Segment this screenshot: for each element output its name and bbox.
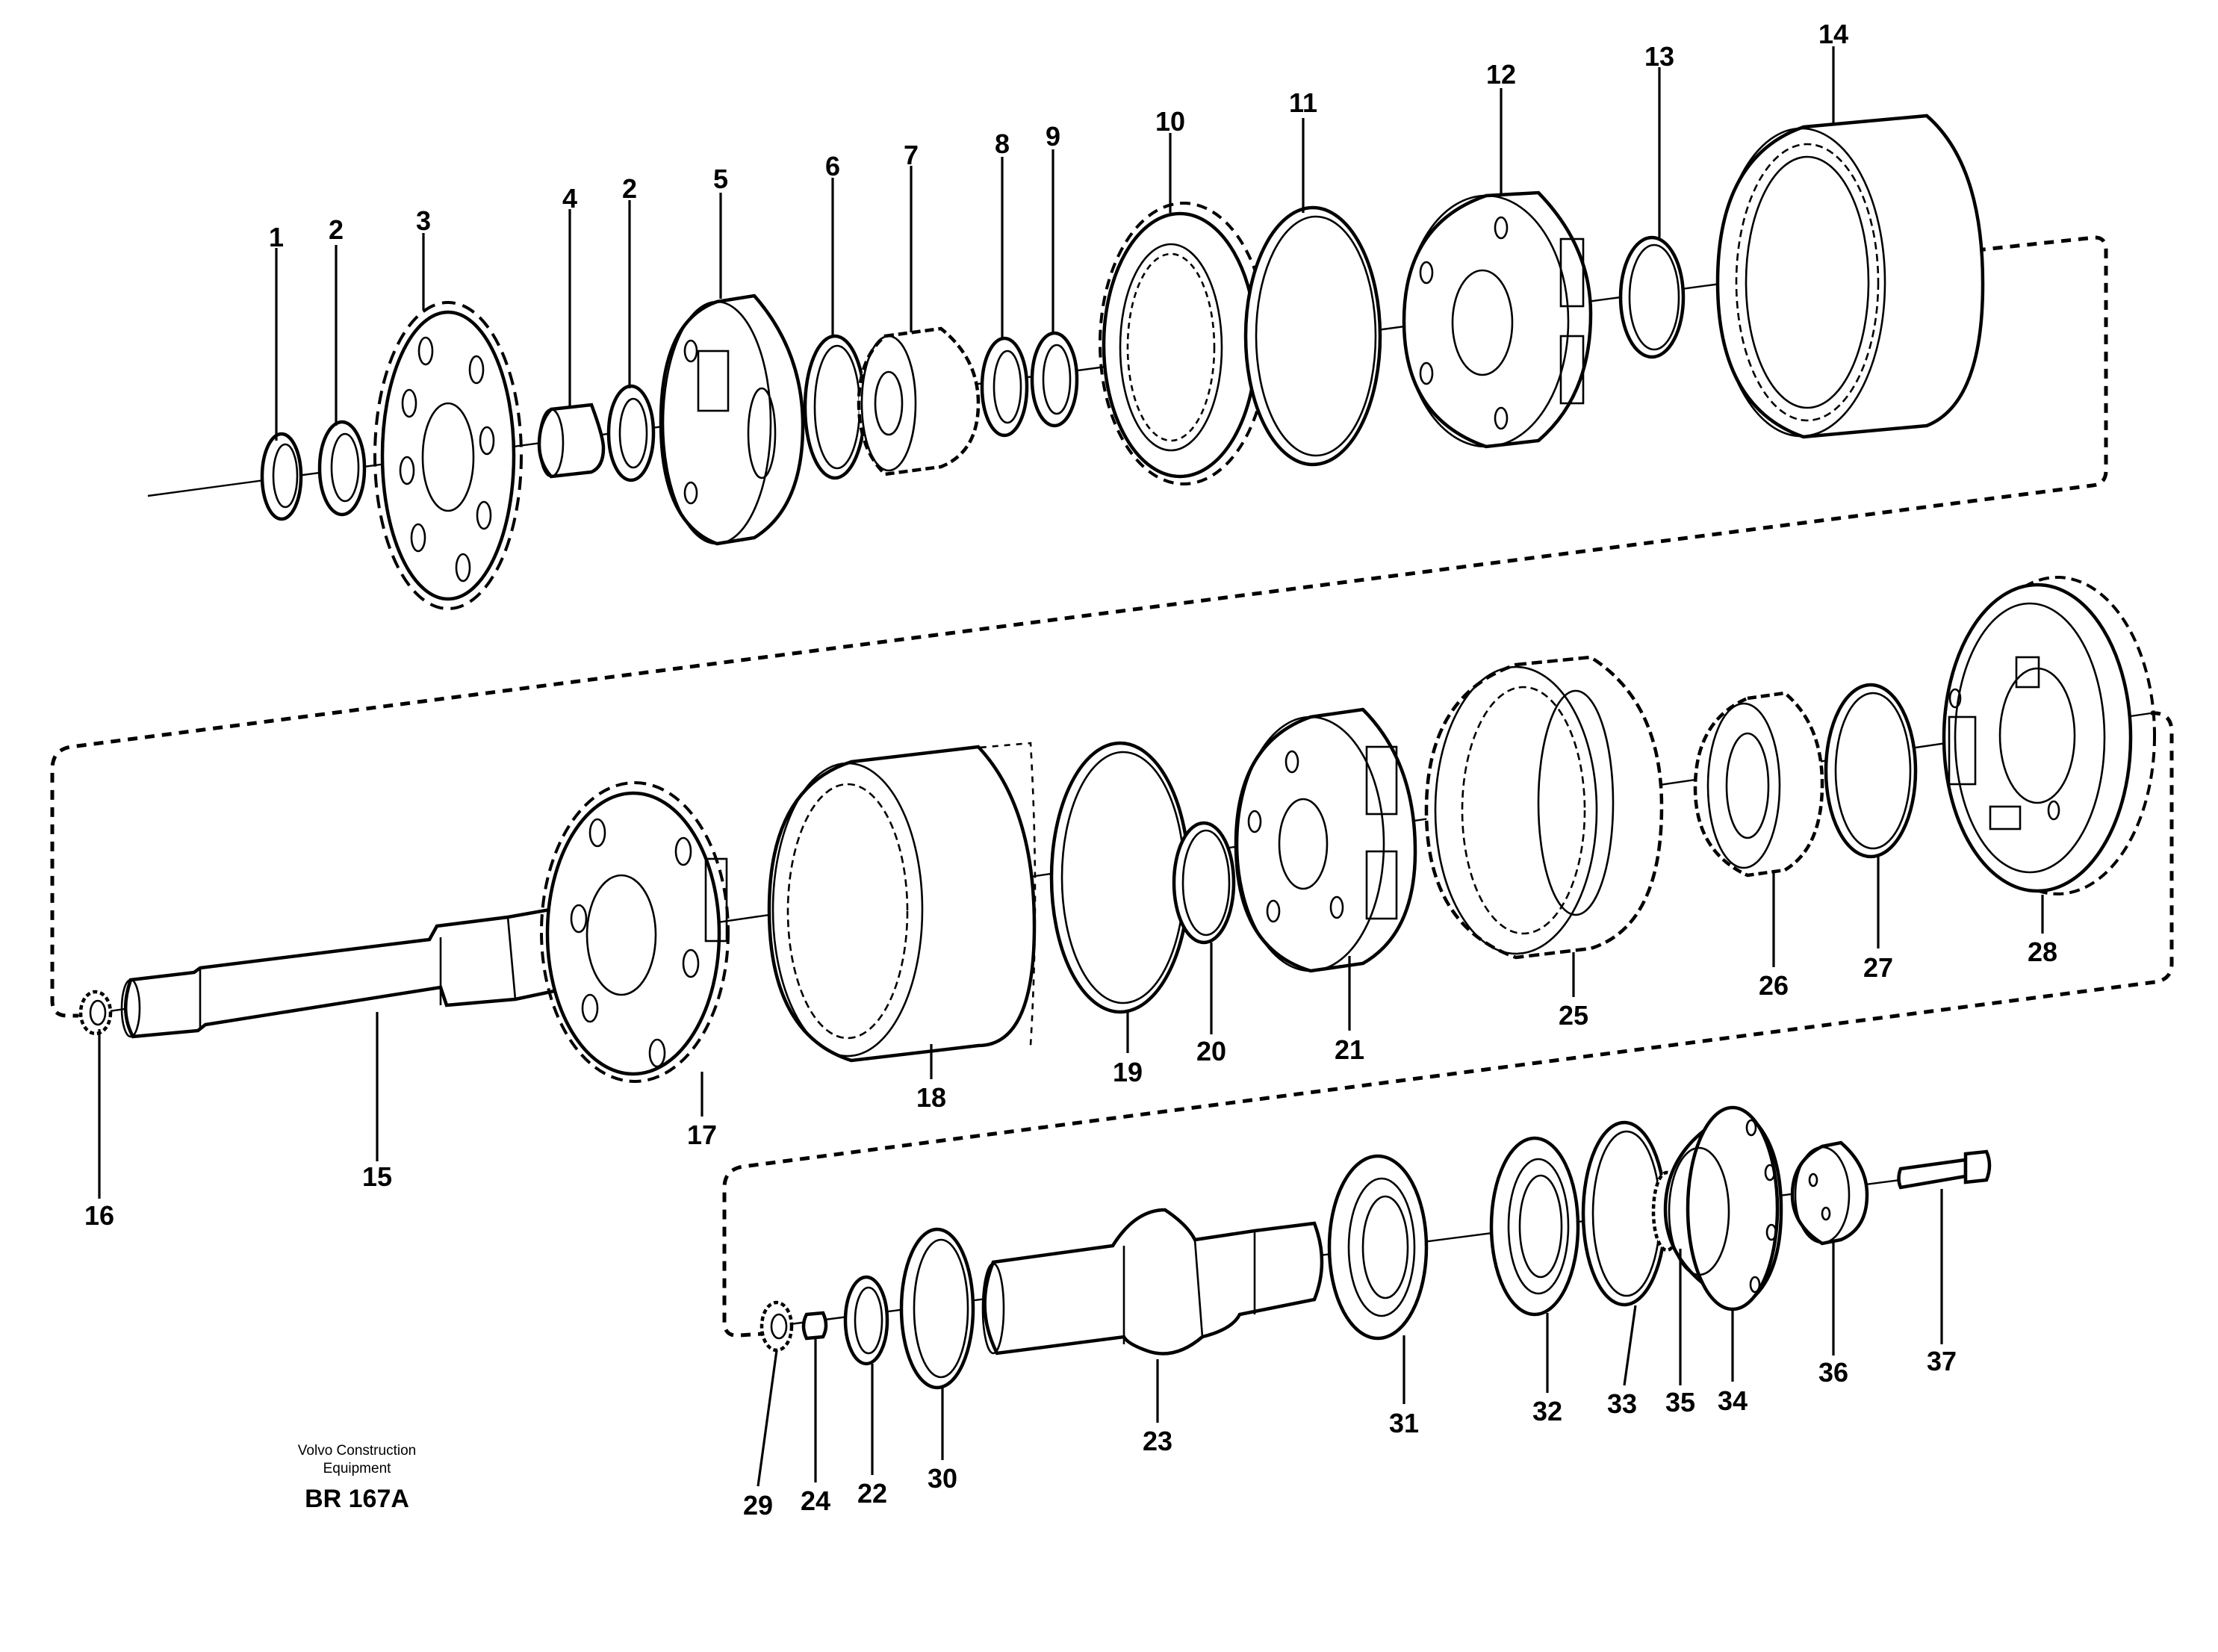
caption-line-2: Equipment <box>323 1461 392 1476</box>
callout-2: 2 <box>329 214 344 245</box>
callout-20: 20 <box>1196 1036 1226 1066</box>
sprocket-gear-3 <box>373 301 523 610</box>
callout-4: 4 <box>562 183 577 214</box>
callout-9: 9 <box>1046 121 1060 152</box>
gear-carrier-28 <box>1942 576 2156 895</box>
callout-32: 32 <box>1532 1396 1562 1426</box>
caption-line-1: Volvo Construction <box>298 1443 416 1459</box>
callout-8: 8 <box>995 128 1010 159</box>
o-ring-13 <box>1618 235 1686 359</box>
sun-gear-26 <box>1693 691 1824 878</box>
planet-carrier-12 <box>1402 190 1593 449</box>
callout-35: 35 <box>1665 1387 1695 1417</box>
ring-gear-25 <box>1424 655 1664 960</box>
callout-30: 30 <box>928 1463 957 1494</box>
washer-9 <box>1030 331 1079 428</box>
callout-12: 12 <box>1486 59 1516 90</box>
planet-carrier-21 <box>1234 707 1417 973</box>
callout-15: 15 <box>362 1161 392 1192</box>
callout-2b: 2 <box>622 173 637 204</box>
callout-23: 23 <box>1143 1426 1172 1456</box>
snap-ring-6 <box>803 334 867 480</box>
nut-29 <box>759 1300 794 1353</box>
callout-1: 1 <box>269 222 284 252</box>
callout-26: 26 <box>1759 970 1789 1001</box>
leader-lines <box>98 46 2044 1487</box>
input-shaft-15 <box>120 903 581 1039</box>
callout-11: 11 <box>1289 87 1317 118</box>
pin-24 <box>801 1311 828 1341</box>
callout-29: 29 <box>743 1490 773 1521</box>
reference-code: BR 167A <box>305 1485 409 1513</box>
bearing-ring-2b <box>606 384 656 482</box>
callout-14: 14 <box>1818 19 1848 49</box>
cap-washer-36 <box>1790 1140 1869 1246</box>
bearing-ring-8 <box>980 336 1029 438</box>
callout-13: 13 <box>1644 41 1674 72</box>
bearing-ring-2 <box>317 420 367 517</box>
callout-19: 19 <box>1113 1057 1143 1087</box>
o-ring-27 <box>1824 683 1918 859</box>
callout-17: 17 <box>687 1120 717 1150</box>
callout-22: 22 <box>857 1478 887 1509</box>
callout-34: 34 <box>1718 1385 1748 1416</box>
callout-36: 36 <box>1818 1357 1848 1388</box>
needle-bearing-16 <box>78 990 113 1036</box>
washer-22 <box>843 1275 889 1366</box>
o-ring-20 <box>1172 821 1236 945</box>
callout-10: 10 <box>1155 106 1185 137</box>
shim-30 <box>899 1227 975 1390</box>
sleeve-4 <box>537 403 606 479</box>
callout-27: 27 <box>1863 952 1893 983</box>
ring-gear-housing-18 <box>767 742 1037 1063</box>
bolt-37 <box>1897 1149 1992 1190</box>
connector-bracket-top <box>50 235 2108 1018</box>
snap-ring-11 <box>1243 205 1382 467</box>
callout-6: 6 <box>825 151 840 181</box>
callout-25: 25 <box>1559 1000 1588 1031</box>
output-flange-34 <box>1663 1105 1783 1311</box>
callout-31: 31 <box>1389 1408 1419 1438</box>
snap-ring-19 <box>1049 741 1191 1014</box>
callout-24: 24 <box>801 1485 830 1516</box>
output-shaft-23 <box>981 1208 1324 1356</box>
callout-33: 33 <box>1607 1388 1637 1419</box>
callout-21: 21 <box>1335 1034 1364 1065</box>
callout-28: 28 <box>2028 937 2057 967</box>
ring-gear-10 <box>1099 202 1269 485</box>
callout-3: 3 <box>416 205 431 236</box>
planet-carrier-5 <box>659 294 805 546</box>
sprocket-gear-17 <box>540 781 730 1083</box>
seal-ring-1 <box>260 432 303 521</box>
ring-housing-14 <box>1715 114 1985 439</box>
callout-37: 37 <box>1927 1346 1957 1376</box>
callout-16: 16 <box>84 1200 114 1231</box>
ball-bearing-31 <box>1327 1154 1429 1341</box>
callout-7: 7 <box>904 140 919 170</box>
connector-bracket-bottom <box>722 711 2174 1338</box>
callout-5: 5 <box>713 164 728 194</box>
sun-gear-7 <box>857 326 981 476</box>
callout-18: 18 <box>916 1082 946 1113</box>
roller-bearing-32 <box>1489 1136 1580 1317</box>
